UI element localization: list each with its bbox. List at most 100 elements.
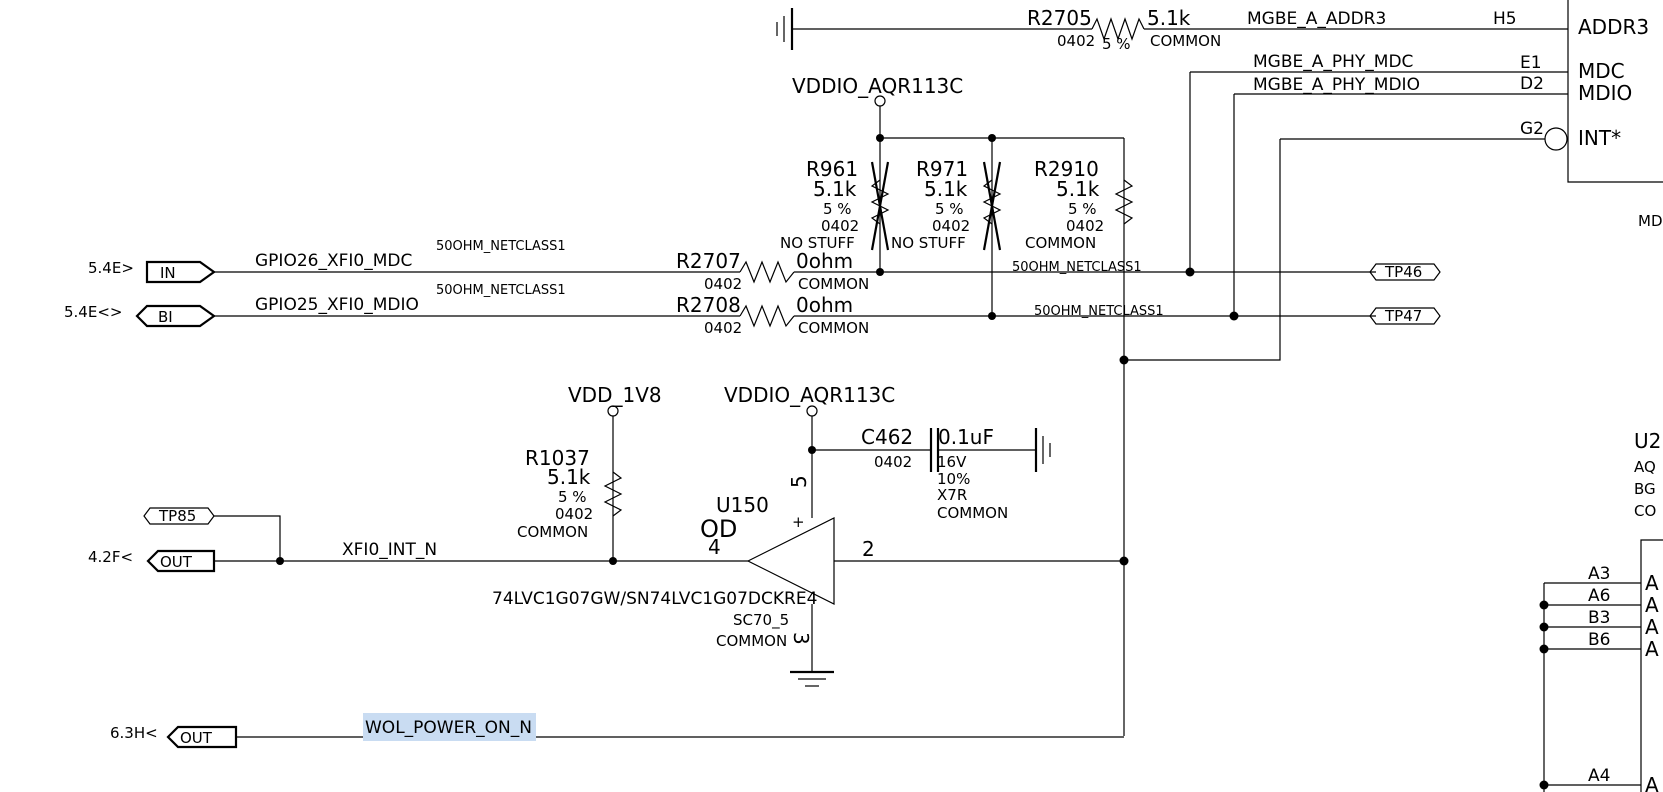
r1037-ref: R1037: [525, 446, 590, 470]
ic-right-partial-label: MD: [1638, 212, 1663, 230]
ic-right-phy[interactable]: H5 ADDR3 E1 MDC D2 MDIO G2 INT* MD: [1190, 0, 1663, 230]
r2910-bom: COMMON: [1025, 234, 1096, 252]
vddio-aqr113c-top: VDDIO_AQR113C: [792, 74, 963, 98]
sheet-ref-out-wol: 6.3H<: [110, 724, 158, 742]
net-mgbe-a-addr3: MGBE_A_ADDR3: [1247, 9, 1386, 29]
pin-mdc-name: MDC: [1578, 59, 1625, 83]
port-out-xfi0-int[interactable]: OUT: [146, 549, 216, 573]
c462-package: 0402: [874, 453, 912, 471]
r2707-value: 0ohm: [796, 249, 853, 273]
r971-value: 5.1k: [924, 177, 968, 201]
port-out-wol[interactable]: OUT: [166, 725, 238, 749]
netclass-label-mdc-right: 50OHM_NETCLASS1: [1012, 260, 1142, 275]
port-bi-gpio25[interactable]: BI: [135, 304, 216, 328]
ic-u2[interactable]: U2 AQ BG CO A3 A6 B3 B6 A4 A A A A A: [1539, 429, 1663, 792]
u150-pin-vcc: 5: [787, 475, 811, 488]
r1037-bom: COMMON: [517, 523, 588, 541]
c462-ref: C462: [861, 425, 913, 449]
u2-pin-a3-name: A: [1645, 571, 1659, 595]
resistor-r1037[interactable]: R1037 5.1k 5 % 0402 COMMON: [517, 416, 623, 561]
r961-value: 5.1k: [813, 177, 857, 201]
net-gpio25-xfi0-mdio: GPIO25_XFI0_MDIO: [255, 295, 419, 315]
sheet-ref-out-int: 4.2F<: [88, 548, 133, 566]
r1037-package: 0402: [555, 505, 593, 523]
u150-plus: +: [792, 513, 805, 531]
wol-net-highlight: [363, 713, 536, 741]
u2-pin-a6-name: A: [1645, 593, 1659, 617]
ground-symbol-u150: [790, 670, 834, 687]
r1037-value: 5.1k: [547, 465, 591, 489]
r2910-value: 5.1k: [1056, 177, 1100, 201]
r2707-bom: COMMON: [798, 275, 869, 293]
port-out-int-label: OUT: [160, 553, 193, 571]
tp47-label: TP47: [1384, 307, 1422, 325]
r961-tolerance: 5 %: [823, 200, 852, 218]
r1037-tolerance: 5 %: [558, 488, 587, 506]
r2708-value: 0ohm: [796, 293, 853, 317]
resistor-r971[interactable]: R971 5.1k 5 % 0402 NO STUFF: [891, 138, 1002, 316]
net-mgbe-a-phy-mdio: MGBE_A_PHY_MDIO: [1253, 75, 1420, 95]
r971-bom: NO STUFF: [891, 234, 966, 252]
r2708-bom: COMMON: [798, 319, 869, 337]
u2-line3: CO: [1634, 502, 1656, 520]
r971-package: 0402: [932, 217, 970, 235]
r961-ref: R961: [806, 157, 858, 181]
pin-d2-number: D2: [1520, 74, 1544, 94]
r2705-bom: COMMON: [1150, 32, 1221, 50]
netclass-label-mdc-left: 50OHM_NETCLASS1: [436, 239, 566, 254]
u2-pin-b6-name: A: [1645, 637, 1659, 661]
netclass-label-mdio-right: 50OHM_NETCLASS1: [1034, 304, 1164, 319]
u150-bom: COMMON: [716, 632, 787, 650]
u2-pin-a4-name: A: [1645, 773, 1659, 792]
testpoint-tp85[interactable]: TP85: [143, 507, 215, 525]
resistor-r2910[interactable]: R2910 5.1k 5 % 0402 COMMON: [1025, 138, 1134, 736]
power-port-vddio-bottom: [806, 405, 818, 417]
net-wol-power-on-n[interactable]: WOL_POWER_ON_N: [365, 718, 532, 738]
ground-symbol-r2705: [776, 8, 794, 50]
port-bi-label: BI: [158, 308, 173, 326]
tp46-label: TP46: [1384, 263, 1422, 281]
u2-line1: AQ: [1634, 458, 1656, 476]
pin-int-name: INT*: [1578, 126, 1621, 150]
net-mgbe-a-phy-mdc: MGBE_A_PHY_MDC: [1253, 52, 1413, 72]
u150-part-number: 74LVC1G07GW/SN74LVC1G07DCKRE4: [492, 589, 817, 609]
u150-package: SC70_5: [733, 611, 789, 630]
c462-bom: COMMON: [937, 504, 1008, 522]
net-gpio26-xfi0-mdc: GPIO26_XFI0_MDC: [255, 251, 412, 271]
c462-value: 0.1uF: [938, 425, 994, 449]
c462-tolerance: 10%: [937, 470, 970, 488]
port-in-gpio26[interactable]: IN: [145, 260, 216, 284]
resistor-r2705[interactable]: R2705 5.1k 0402 5 % COMMON: [792, 6, 1568, 53]
resistor-r2708[interactable]: R2708 0ohm 0402 COMMON: [676, 293, 1376, 337]
resistor-r2707[interactable]: R2707 0ohm 0402 COMMON: [676, 249, 1376, 293]
pin-g2-number: G2: [1520, 119, 1544, 139]
sheet-ref-in: 5.4E>: [88, 259, 134, 277]
r2705-ref: R2705: [1027, 6, 1092, 30]
buffer-u150[interactable]: U150 OD + 4 2 5 3 74LVC1G07GW/SN74LVC1G0…: [492, 475, 875, 650]
vdd-1v8-label: VDD_1V8: [568, 383, 662, 407]
c462-voltage: 16V: [937, 453, 967, 471]
testpoint-tp47[interactable]: TP47: [1369, 307, 1441, 325]
r2910-ref: R2910: [1034, 157, 1099, 181]
port-in-label: IN: [160, 264, 176, 282]
r2705-value: 5.1k: [1147, 6, 1191, 30]
r961-package: 0402: [821, 217, 859, 235]
vddio-aqr113c-bottom: VDDIO_AQR113C: [724, 383, 895, 407]
u150-pin-in: 4: [708, 535, 721, 559]
r971-tolerance: 5 %: [935, 200, 964, 218]
c462-dielectric: X7R: [937, 486, 967, 504]
r2705-tolerance: 5 %: [1102, 35, 1131, 53]
r2707-ref: R2707: [676, 249, 741, 273]
r2705-package: 0402: [1057, 32, 1095, 50]
ground-symbol-c462: [1034, 428, 1051, 472]
port-out-wol-label: OUT: [180, 729, 213, 747]
resistor-r961[interactable]: R961 5.1k 5 % 0402 NO STUFF: [780, 138, 890, 272]
u2-pin-b6-number: B6: [1588, 630, 1610, 650]
capacitor-c462[interactable]: C462 0.1uF 0402 16V 10% X7R COMMON: [812, 425, 1036, 522]
sheet-ref-bi: 5.4E<>: [64, 303, 122, 321]
testpoint-tp46[interactable]: TP46: [1369, 263, 1441, 281]
u2-pin-b3-number: B3: [1588, 608, 1610, 628]
r2910-tolerance: 5 %: [1068, 200, 1097, 218]
u2-pin-a6-number: A6: [1588, 586, 1610, 606]
